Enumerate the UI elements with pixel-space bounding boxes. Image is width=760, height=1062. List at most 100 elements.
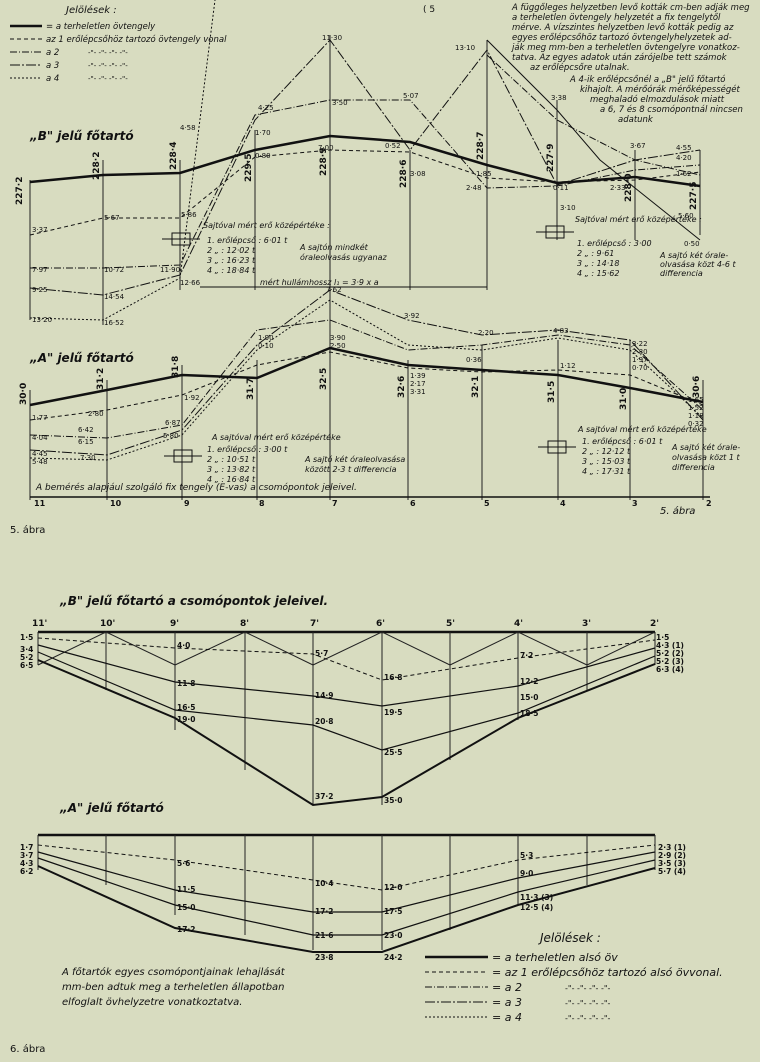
svg-text:9': 9' [170,619,179,629]
svg-text:11': 11' [32,619,47,629]
svg-text:-"- -"- -"- -"-: -"- -"- -"- -"- [88,49,128,57]
svg-text:Jelölések :: Jelölések : [64,4,117,16]
svg-text:9·25: 9·25 [32,286,48,294]
svg-text:2 „ : 12·12 t: 2 „ : 12·12 t [582,447,631,456]
svg-text:6·42: 6·42 [78,426,94,434]
svg-text:kihajolt. A mérőórák mérőképes: kihajolt. A mérőórák mérőképességét [580,84,740,95]
svg-text:-"- -"- -"- -"-: -"- -"- -"- -"- [88,75,128,83]
fig5-a-title: „A" jelű főtartó [29,351,134,365]
svg-text:5·2: 5·2 [20,653,33,662]
svg-text:10': 10' [100,619,115,629]
svg-text:7·62: 7·62 [326,286,342,294]
svg-text:= a terheletlen övtengely: = a terheletlen övtengely [46,22,156,32]
svg-text:16·8: 16·8 [384,673,403,682]
svg-text:10·4: 10·4 [315,879,334,888]
svg-text:3: 3 [632,499,638,508]
fig6-a-title: „A" jelű főtartó [59,801,164,815]
svg-text:18·5: 18·5 [520,709,539,718]
svg-text:differencia: differencia [660,269,703,278]
svg-text:3 „ : 15·03 t: 3 „ : 15·03 t [582,457,631,466]
svg-text:3·08: 3·08 [410,170,426,178]
fix-axis-label: A bemérés alapjául szolgáló fix tengely … [35,482,357,493]
svg-text:227·2: 227·2 [15,177,25,205]
svg-text:228·2: 228·2 [92,152,102,180]
svg-text:elfoglalt övhelyzetre vonatkoz: elfoglalt övhelyzetre vonatkoztatva. [62,997,242,1008]
fig5-b-chart: „B" jelű főtartó [15,0,736,327]
svg-text:6·5: 6·5 [20,661,33,670]
svg-text:4·25: 4·25 [258,104,274,112]
svg-text:13·10: 13·10 [455,44,475,52]
svg-text:mérve. A vízszintes helyzetben: mérve. A vízszintes helyzetben levő kott… [512,22,734,33]
svg-text:a terheletlen övtengely helyze: a terheletlen övtengely helyzetét a fix … [512,12,721,23]
fig5-a-left-forces: A sajtóval mért erő középértéke 1. erőlé… [207,432,405,484]
svg-text:0·70: 0·70 [632,364,648,372]
svg-text:3 „ : 14·18: 3 „ : 14·18 [577,259,619,268]
svg-text:35·0: 35·0 [384,796,403,805]
svg-text:A sajtó két óraleolvasása: A sajtó két óraleolvasása [304,454,405,464]
svg-text:= a terheletlen alsó öv: = a terheletlen alsó öv [492,951,618,964]
svg-text:9·0: 9·0 [520,869,533,878]
svg-text:3·4: 3·4 [20,645,33,654]
svg-text:2 „ : 9·61: 2 „ : 9·61 [577,249,614,258]
wave-length-label: mért hullámhossz l₁ = 3·9 x a [260,277,379,287]
svg-text:20·8: 20·8 [315,717,334,726]
svg-text:2·50: 2·50 [330,342,346,350]
fig6-a-truss: 1·7 3·7 4·3 6·2 2·3 (1) 2·9 (2) 3·5 (3) … [20,833,686,962]
svg-text:1·65: 1·65 [688,396,704,404]
svg-text:17·2: 17·2 [177,925,196,934]
svg-text:4·55: 4·55 [676,144,692,152]
svg-text:14·9: 14·9 [315,691,334,700]
svg-text:1·77: 1·77 [32,414,48,422]
svg-text:30·6: 30·6 [692,376,702,398]
svg-text:13·20: 13·20 [32,316,52,324]
svg-text:adatunk: adatunk [618,115,654,125]
svg-text:A sajtóval mért erő középérték: A sajtóval mért erő középértéke [211,432,341,442]
svg-text:14·54: 14·54 [104,293,125,301]
svg-text:1. erőlépcső : 6·01 t: 1. erőlépcső : 6·01 t [582,436,663,446]
svg-text:a 4: a 4 [46,74,59,84]
svg-text:= az 1 erőlépcsőhöz tartozó al: = az 1 erőlépcsőhöz tartozó alsó övvonal… [492,966,723,979]
jack-symbol-right [536,225,574,239]
svg-text:11·5: 11·5 [177,885,196,894]
svg-text:2·9 (2): 2·9 (2) [658,851,686,860]
svg-text:5·2 (2): 5·2 (2) [656,649,684,658]
svg-text:3·37: 3·37 [32,226,48,234]
svg-text:6·87: 6·87 [165,419,181,427]
svg-text:1. erőlépcső : 3·00 t: 1. erőlépcső : 3·00 t [207,444,288,454]
svg-text:= a 3: = a 3 [492,996,522,1009]
svg-text:0·36: 0·36 [466,356,482,364]
svg-text:olvasása közt 1 t: olvasása közt 1 t [672,453,740,462]
svg-text:1·52: 1·52 [688,404,704,412]
svg-text:1·97: 1·97 [632,356,648,364]
svg-text:3·50: 3·50 [332,99,348,107]
svg-text:15·0: 15·0 [177,903,196,912]
svg-text:5·3: 5·3 [520,851,533,860]
svg-text:3·90: 3·90 [330,334,346,342]
svg-text:-"- -"- -"- -"-: -"- -"- -"- -"- [565,984,611,993]
svg-text:0·80: 0·80 [255,152,271,160]
svg-text:7·30: 7·30 [80,454,96,462]
svg-text:4 „ : 16·84 t: 4 „ : 16·84 t [207,475,256,484]
svg-text:229·5: 229·5 [244,154,254,182]
svg-text:24·2: 24·2 [384,953,403,962]
fig5-caption: 5. ábra [10,524,45,536]
svg-text:23·0: 23·0 [384,931,403,940]
svg-text:1·62: 1·62 [676,170,692,178]
svg-text:tatva. Az egyes adatok után zá: tatva. Az egyes adatok után zárójelbe te… [512,52,728,63]
fig6-legend: Jelölések : = a terheletlen alsó öv = az… [425,931,723,1024]
svg-text:5·60: 5·60 [678,212,694,220]
svg-text:6: 6 [410,499,416,508]
svg-text:4 „ : 15·62: 4 „ : 15·62 [577,269,619,278]
svg-text:a 3: a 3 [46,61,59,71]
fig5-caption-right: 5. ábra [660,505,695,517]
svg-text:228·4: 228·4 [169,142,179,170]
svg-text:2 „ : 12·02 t: 2 „ : 12·02 t [207,246,256,255]
fig5-note-2: A 4-ik erőlépcsőnél a „B" jelű főtartó k… [569,74,743,125]
svg-text:2·80: 2·80 [632,348,648,356]
svg-text:1·39: 1·39 [410,372,426,380]
svg-text:5·48: 5·48 [32,458,48,466]
svg-text:6·3 (4): 6·3 (4) [656,665,684,674]
svg-text:4·04: 4·04 [32,434,48,442]
svg-text:11·90: 11·90 [160,266,180,274]
